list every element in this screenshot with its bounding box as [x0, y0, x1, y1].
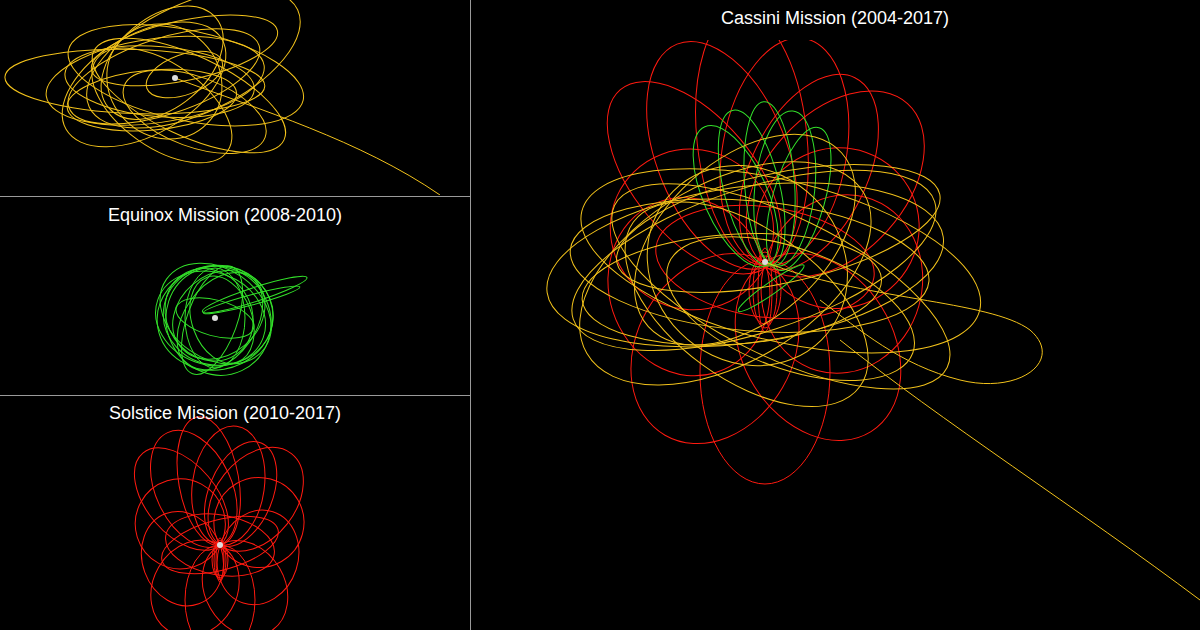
- panel-title: Cassini Mission (2004-2017): [721, 7, 949, 29]
- prime-mission-orbits: [4, 0, 440, 195]
- panel-border: [0, 196, 470, 197]
- panel-title: Solstice Mission (2010-2017): [109, 402, 341, 424]
- panel-title: Equinox Mission (2008-2010): [108, 204, 342, 226]
- solstice-orbits: [116, 412, 323, 630]
- cassini-orbits: [536, 40, 1200, 600]
- equinox-orbits: [141, 242, 309, 392]
- panel-border: [0, 395, 470, 396]
- panel-border: [470, 0, 471, 630]
